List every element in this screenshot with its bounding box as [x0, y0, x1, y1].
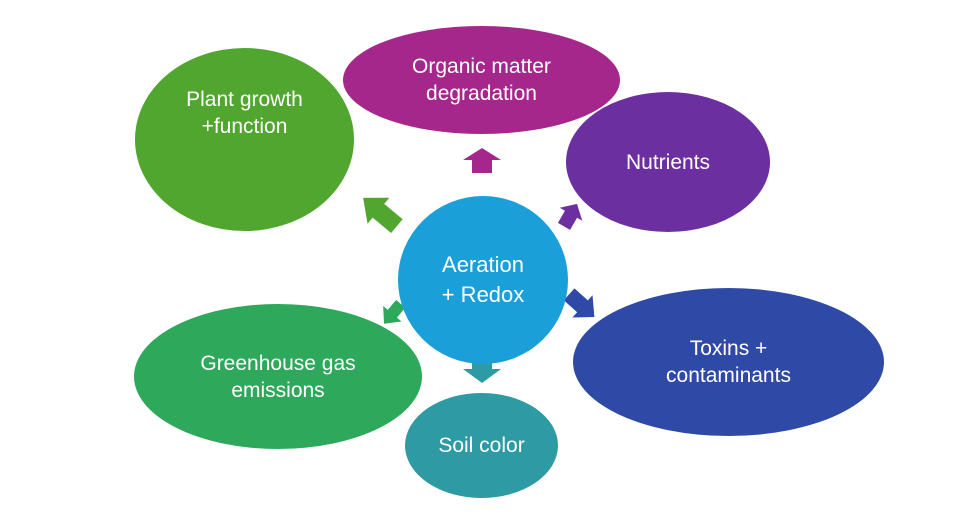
node-nutrients: Nutrients	[566, 92, 770, 232]
organic-line-1: Organic matter	[412, 55, 551, 78]
arrow-plant	[363, 197, 403, 234]
arrow-organic	[463, 148, 501, 173]
greenhouse-line-2: emissions	[231, 378, 325, 402]
toxins-line-2: contaminants	[666, 364, 791, 387]
organic-line-2: degradation	[426, 82, 537, 105]
arrow-toxins	[563, 288, 595, 318]
center-line-1: Aeration	[442, 252, 524, 277]
node-greenhouse-gas-emissions: Greenhouse gas emissions	[134, 304, 422, 449]
center-node-aeration-redox: Aeration + Redox	[398, 196, 568, 364]
greenhouse-line-1: Greenhouse gas	[200, 351, 356, 375]
node-organic-matter-degradation: Organic matter degradation	[343, 26, 620, 134]
plant-line-2: +function	[201, 114, 288, 138]
soil-line-1: Soil color	[438, 434, 525, 457]
node-soil-color: Soil color	[405, 393, 558, 498]
center-line-2: + Redox	[441, 282, 525, 307]
arrow-greenhouse	[383, 299, 406, 324]
node-toxins-contaminants: Toxins + contaminants	[573, 288, 884, 436]
node-plant-growth: Plant growth +function	[135, 48, 354, 231]
nutrients-line-1: Nutrients	[625, 150, 711, 174]
arrow-nutrients	[557, 203, 583, 230]
plant-line-1: Plant growth	[186, 87, 303, 111]
toxins-line-1: Toxins +	[689, 337, 768, 360]
